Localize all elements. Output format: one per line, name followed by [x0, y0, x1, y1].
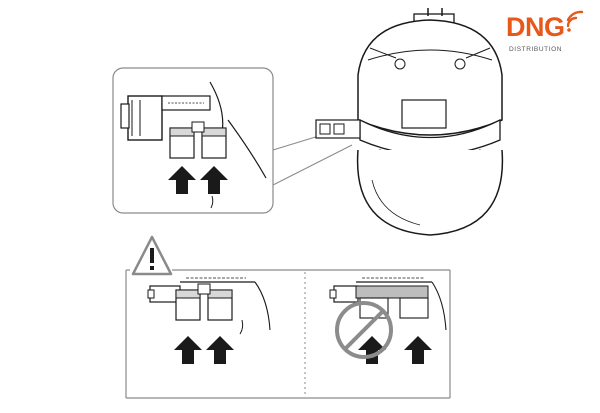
wifi-signal-icon [566, 10, 584, 32]
logo-subtitle: DISTRIBUTION [509, 46, 563, 53]
prohibition-icon [335, 301, 393, 359]
brand-logo: DNG DISTRIBUTION [506, 10, 590, 60]
warning-triangle-icon [131, 235, 173, 276]
arrow-up-icon [174, 336, 202, 364]
bottom-instruction-panel [125, 269, 451, 399]
callout-detail-box [112, 67, 274, 214]
dome-camera [315, 8, 504, 236]
logo-name: DNG [506, 12, 565, 42]
arrow-up-icon [206, 336, 234, 364]
arrow-up-icon [404, 336, 432, 364]
correct-connector-example [147, 277, 271, 364]
incorrect-connector-example [329, 277, 447, 364]
callout-bracket [120, 81, 267, 179]
leader-lines [272, 134, 353, 186]
